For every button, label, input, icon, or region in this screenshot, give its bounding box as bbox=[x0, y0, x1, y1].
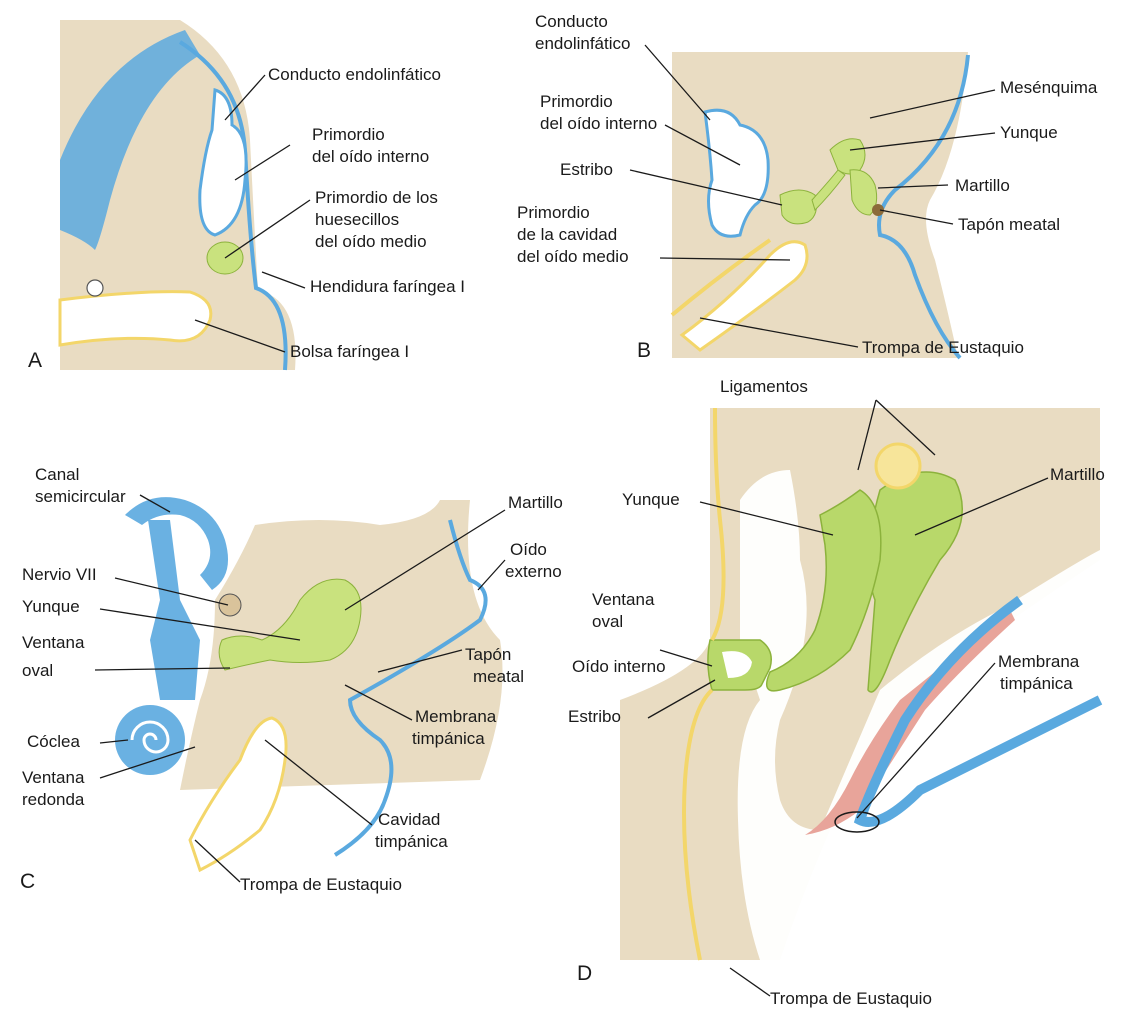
label-conducto-endolinfatico-a: Conducto endolinfático bbox=[268, 65, 441, 84]
label-martillo-d: Martillo bbox=[1050, 465, 1105, 484]
panel-letter-a: A bbox=[28, 349, 42, 372]
label-cavidad-c-1: Cavidad bbox=[378, 810, 440, 829]
label-ligamentos-d: Ligamentos bbox=[720, 377, 808, 396]
panel-c: Canal semicircular Nervio VII Yunque Ven… bbox=[20, 465, 563, 894]
label-bolsa-a: Bolsa faríngea I bbox=[290, 342, 409, 361]
label-canal-c-2: semicircular bbox=[35, 487, 126, 506]
label-conducto-b-2: endolinfático bbox=[535, 34, 630, 53]
label-ventana-redonda-c-1: Ventana bbox=[22, 768, 85, 787]
label-mesenquima-b: Mesénquima bbox=[1000, 78, 1098, 97]
label-ventana-oval-d-2: oval bbox=[592, 612, 623, 631]
label-huesecillos-a-2: huesecillos bbox=[315, 210, 399, 229]
label-tapon-c-2: meatal bbox=[473, 667, 524, 686]
label-membrana-d-1: Membrana bbox=[998, 652, 1080, 671]
label-oido-externo-c-2: externo bbox=[505, 562, 562, 581]
label-estribo-b: Estribo bbox=[560, 160, 613, 179]
label-tapon-c-1: Tapón bbox=[465, 645, 511, 664]
label-tapon-b: Tapón meatal bbox=[958, 215, 1060, 234]
label-ventana-redonda-c-2: redonda bbox=[22, 790, 85, 809]
label-membrana-d-2: timpánica bbox=[1000, 674, 1073, 693]
label-membrana-c-1: Membrana bbox=[415, 707, 497, 726]
label-estribo-d: Estribo bbox=[568, 707, 621, 726]
label-coclea-c: Cóclea bbox=[27, 732, 80, 751]
label-martillo-b: Martillo bbox=[955, 176, 1010, 195]
label-oido-interno-d: Oído interno bbox=[572, 657, 666, 676]
panel-d-ligament-knob bbox=[876, 444, 920, 488]
label-membrana-c-2: timpánica bbox=[412, 729, 485, 748]
label-canal-c-1: Canal bbox=[35, 465, 79, 484]
panel-letter-d: D bbox=[577, 962, 592, 985]
label-oido-externo-c-1: Oído bbox=[510, 540, 547, 559]
label-yunque-d: Yunque bbox=[622, 490, 680, 509]
label-trompa-b: Trompa de Eustaquio bbox=[862, 338, 1024, 357]
panel-d: Ligamentos Yunque Martillo Ventana oval … bbox=[568, 377, 1105, 1008]
label-trompa-d: Trompa de Eustaquio bbox=[770, 989, 932, 1008]
panel-b: Conducto endolinfático Primordio del oíd… bbox=[517, 12, 1098, 362]
label-yunque-b: Yunque bbox=[1000, 123, 1058, 142]
label-conducto-b-1: Conducto bbox=[535, 12, 608, 31]
label-cavidad-b-3: del oído medio bbox=[517, 247, 629, 266]
panel-a-pharyngeal-pouch bbox=[60, 292, 211, 345]
label-ventana-oval-c-1: Ventana bbox=[22, 633, 85, 652]
panel-letter-c: C bbox=[20, 870, 35, 893]
label-primordio-oido-b-2: del oído interno bbox=[540, 114, 657, 133]
label-ventana-oval-c-2: oval bbox=[22, 661, 53, 680]
label-nervio-c: Nervio VII bbox=[22, 565, 97, 584]
label-cavidad-b-2: de la cavidad bbox=[517, 225, 617, 244]
label-ventana-oval-d-1: Ventana bbox=[592, 590, 655, 609]
label-cavidad-c-2: timpánica bbox=[375, 832, 448, 851]
label-hendidura-a: Hendidura faríngea I bbox=[310, 277, 465, 296]
panel-a-small-circle bbox=[87, 280, 103, 296]
label-huesecillos-a-3: del oído medio bbox=[315, 232, 427, 251]
label-martillo-c: Martillo bbox=[508, 493, 563, 512]
panel-c-nerve-vii bbox=[219, 594, 241, 616]
label-primordio-oido-a-2: del oído interno bbox=[312, 147, 429, 166]
label-yunque-c: Yunque bbox=[22, 597, 80, 616]
panel-a: Conducto endolinfático Primordio del oíd… bbox=[28, 20, 465, 372]
label-primordio-oido-a-1: Primordio bbox=[312, 125, 385, 144]
label-primordio-oido-b-1: Primordio bbox=[540, 92, 613, 111]
label-cavidad-b-1: Primordio bbox=[517, 203, 590, 222]
panel-b-stapes bbox=[780, 190, 816, 224]
label-huesecillos-a-1: Primordio de los bbox=[315, 188, 438, 207]
panel-letter-b: B bbox=[637, 339, 651, 362]
label-trompa-c: Trompa de Eustaquio bbox=[240, 875, 402, 894]
